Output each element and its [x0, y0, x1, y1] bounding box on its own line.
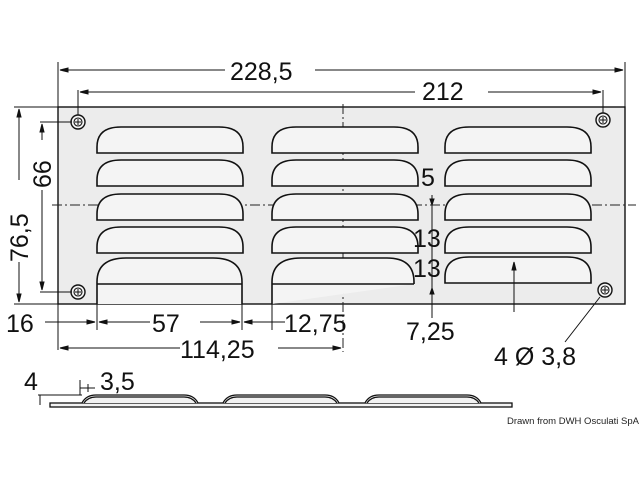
dim-hole-spacing-height: [39, 121, 72, 293]
label-hole-spacing-width: 212: [422, 78, 464, 106]
louver-column-1: [96, 126, 244, 304]
label-holes-note: 4 Ø 3,8: [494, 343, 576, 371]
label-hole-spacing-height: 66: [29, 160, 57, 188]
label-bottom-offset: 7,25: [406, 318, 455, 346]
screw-hole-bottom-right: [597, 282, 613, 298]
label-overall-height: 76,5: [6, 213, 34, 262]
label-profile-thickness: 4: [24, 368, 38, 396]
dim-bottom-row: [45, 304, 342, 351]
credit-text: Drawn from DWH Osculati SpA: [507, 416, 640, 427]
dim-overall-height: [14, 106, 58, 305]
louver-column-2: [271, 126, 419, 304]
dim-overall-width: [57, 62, 626, 107]
dim-profile: [38, 380, 95, 405]
holes-leader-line: [564, 296, 601, 343]
label-louver-pitch-2: 13: [413, 255, 441, 283]
dim-louver-pitch: [429, 195, 517, 318]
dim-hole-spacing-width: [77, 89, 604, 115]
label-overall-width: 228,5: [230, 58, 293, 86]
label-profile-raise: 3,5: [100, 368, 135, 396]
label-edge-to-louver: 16: [6, 310, 34, 338]
label-louver-gap: 12,75: [284, 310, 347, 338]
screw-hole-bottom-left: [70, 284, 86, 300]
label-louver-pitch-top: 5: [421, 164, 435, 192]
label-louver-pitch-1: 13: [413, 225, 441, 253]
screw-hole-top-right: [595, 112, 611, 128]
side-profile: [49, 394, 513, 408]
label-louver-length: 57: [152, 310, 180, 338]
screw-hole-top-left: [70, 114, 86, 130]
label-half-width: 114,25: [180, 336, 255, 364]
louver-column-3: [444, 126, 592, 284]
